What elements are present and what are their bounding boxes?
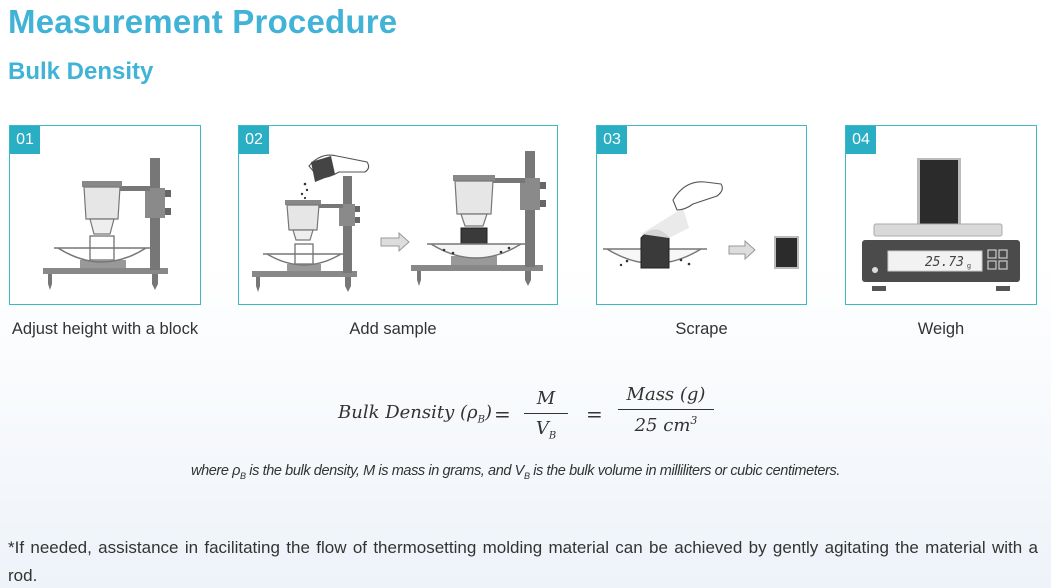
scale-button-icon: [987, 249, 997, 259]
step-03-illustration: [603, 181, 799, 269]
step-number-badge: 01: [10, 126, 40, 154]
arrow-right-icon: [380, 231, 410, 253]
footnote: *If needed, assistance in facilitating t…: [8, 538, 1038, 585]
section-subtitle: Bulk Density: [8, 58, 154, 85]
step-caption-03: Scrape: [675, 320, 728, 338]
step-caption-02: Add sample: [349, 320, 437, 338]
step-card-03: 03: [596, 125, 807, 305]
step-card-01: 01: [9, 125, 201, 305]
step-caption-01: Adjust height with a block: [11, 320, 199, 338]
step-01-illustration: [43, 158, 171, 290]
step-number-badge: 02: [239, 126, 269, 154]
formula-note: where ρB is the bulk density, M is mass …: [191, 463, 840, 481]
scale-unit: g: [967, 263, 971, 270]
formula-lhs: Bulk Density (ρB): [338, 402, 493, 426]
step-caption-04: Weigh: [917, 320, 965, 338]
fraction-mass-over-volume: Mass (g) 25 cm3: [618, 384, 714, 436]
arrow-right-icon: [728, 239, 756, 261]
equals-sign: =: [586, 402, 603, 426]
page-title: Measurement Procedure: [8, 3, 398, 40]
hand-icon: [672, 181, 723, 211]
scale-display: 25.73: [925, 255, 964, 270]
leveling-foot-icon: [48, 274, 52, 290]
bulk-density-formula: Bulk Density (ρB) = M VB = Mass (g) 25 c…: [0, 380, 1051, 450]
step-number-badge: 03: [597, 126, 627, 154]
step-04-illustration: 25.73 g: [862, 158, 1020, 291]
step-02-illustration: [252, 151, 546, 292]
step-number-badge: 04: [846, 126, 876, 154]
step-card-04: 25.73 g 04: [845, 125, 1037, 305]
equals-sign: =: [494, 402, 511, 426]
step-card-02: 02: [238, 125, 558, 305]
fraction-m-over-v: M VB: [524, 388, 568, 442]
